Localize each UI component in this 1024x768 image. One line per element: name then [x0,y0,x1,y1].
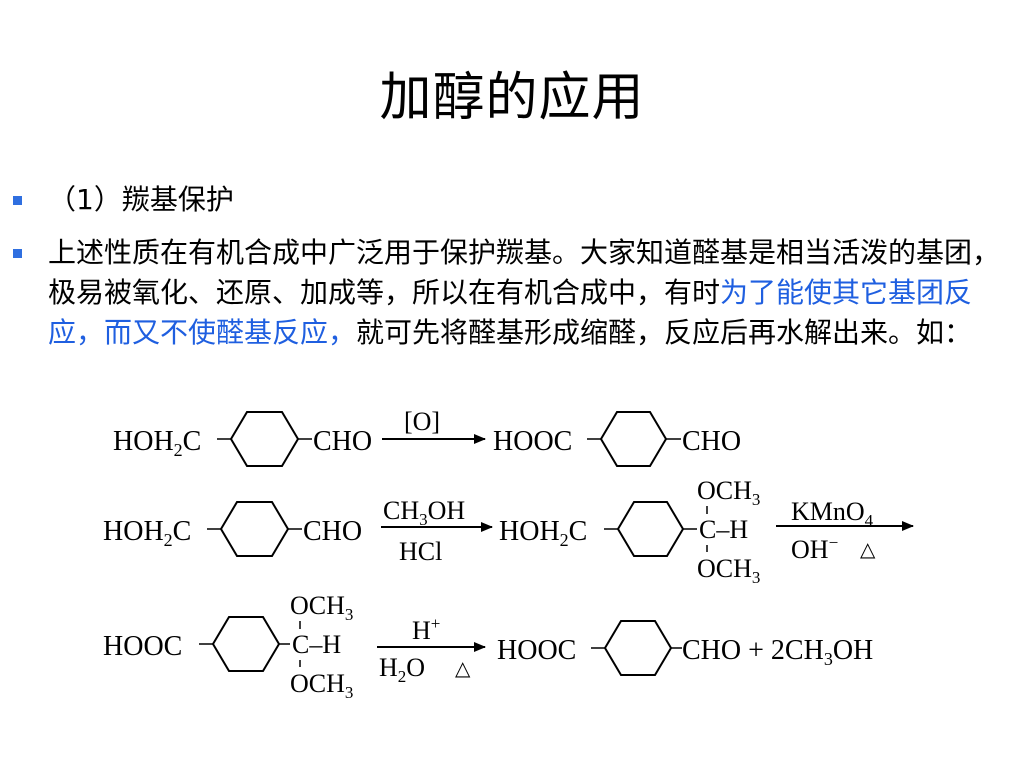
slide-title: 加醇的应用 [379,68,645,128]
r3-c-h-label: C–H [292,630,341,659]
r3-product-right-label: CHO + 2CH3OH [682,635,873,669]
r3-reagent-top: H+ [412,614,440,645]
r3-reagent-bottom: H2O [379,653,425,686]
r1-cho-label: CHO [313,426,372,457]
paragraph-text-highlight: 为了能使其它基团反应，而又不使醛基反应， [48,276,973,349]
bullet-marker [13,249,22,258]
benzene-ring-icon [599,411,668,467]
benzene-ring-icon [211,616,281,672]
r3-och3-bottom: OCH3 [290,669,353,702]
r2-product-left-label: HOH2C [499,516,587,550]
reaction-1-oxidation: HOH2C CHO [O] HOOC CHO [113,407,741,467]
heat-icon: △ [455,658,471,680]
benzene-ring-icon [219,501,290,557]
r2-reagent-bottom: HCl [399,537,442,566]
reaction-3-hydrolysis: HOOC OCH3 C–H OCH3 H+ H2O △ HOOC CHO + 2… [103,591,873,702]
r2-reagent2-top: KMnO4 [791,497,874,530]
paragraph-text-start: 上述性质在有机合成中广泛用于保护羰基。大家知道醛基是相当活泼的基团，极易被氧化、… [48,236,1001,309]
bullet-marker [13,196,22,205]
r2-cho-label: CHO [303,516,362,547]
r2-reagent-top: CH3OH [383,496,465,529]
r1-substrate-label: HOH2C [113,426,201,460]
r2-c-h-label: C–H [699,515,748,544]
paragraph-text-end: 就可先将醛基形成缩醛，反应后再水解出来。如： [356,316,973,349]
r2-och3-bottom: OCH3 [697,554,760,587]
r2-substrate-label: HOH2C [103,516,191,550]
r1-reagent-label: [O] [404,407,440,436]
r2-och3-top: OCH3 [697,476,760,509]
bullet-paragraph: 上述性质在有机合成中广泛用于保护羰基。大家知道醛基是相当活泼的基团，极易被氧化、… [48,233,1016,353]
heat-icon: △ [860,539,876,561]
bullet-text: （1）羰基保护 [48,183,234,216]
reaction-2-acetal-formation: HOH2C CHO CH3OH HCl HOH2C OCH3 C–H OCH3 … [103,476,914,587]
r1-product-left-label: HOOC [493,426,572,457]
benzene-ring-icon [229,411,300,467]
r3-och3-top: OCH3 [290,591,353,624]
benzene-ring-icon [616,501,685,557]
r1-product-cho-label: CHO [682,426,741,457]
benzene-ring-icon [603,620,673,676]
reaction-scheme: HOH2C CHO [O] HOOC CHO HOH2C CHO CH3OH H… [103,407,914,702]
r3-product-left-label: HOOC [497,635,576,666]
r2-reagent2-bottom: OH− [791,533,838,564]
r3-substrate-label: HOOC [103,631,182,662]
